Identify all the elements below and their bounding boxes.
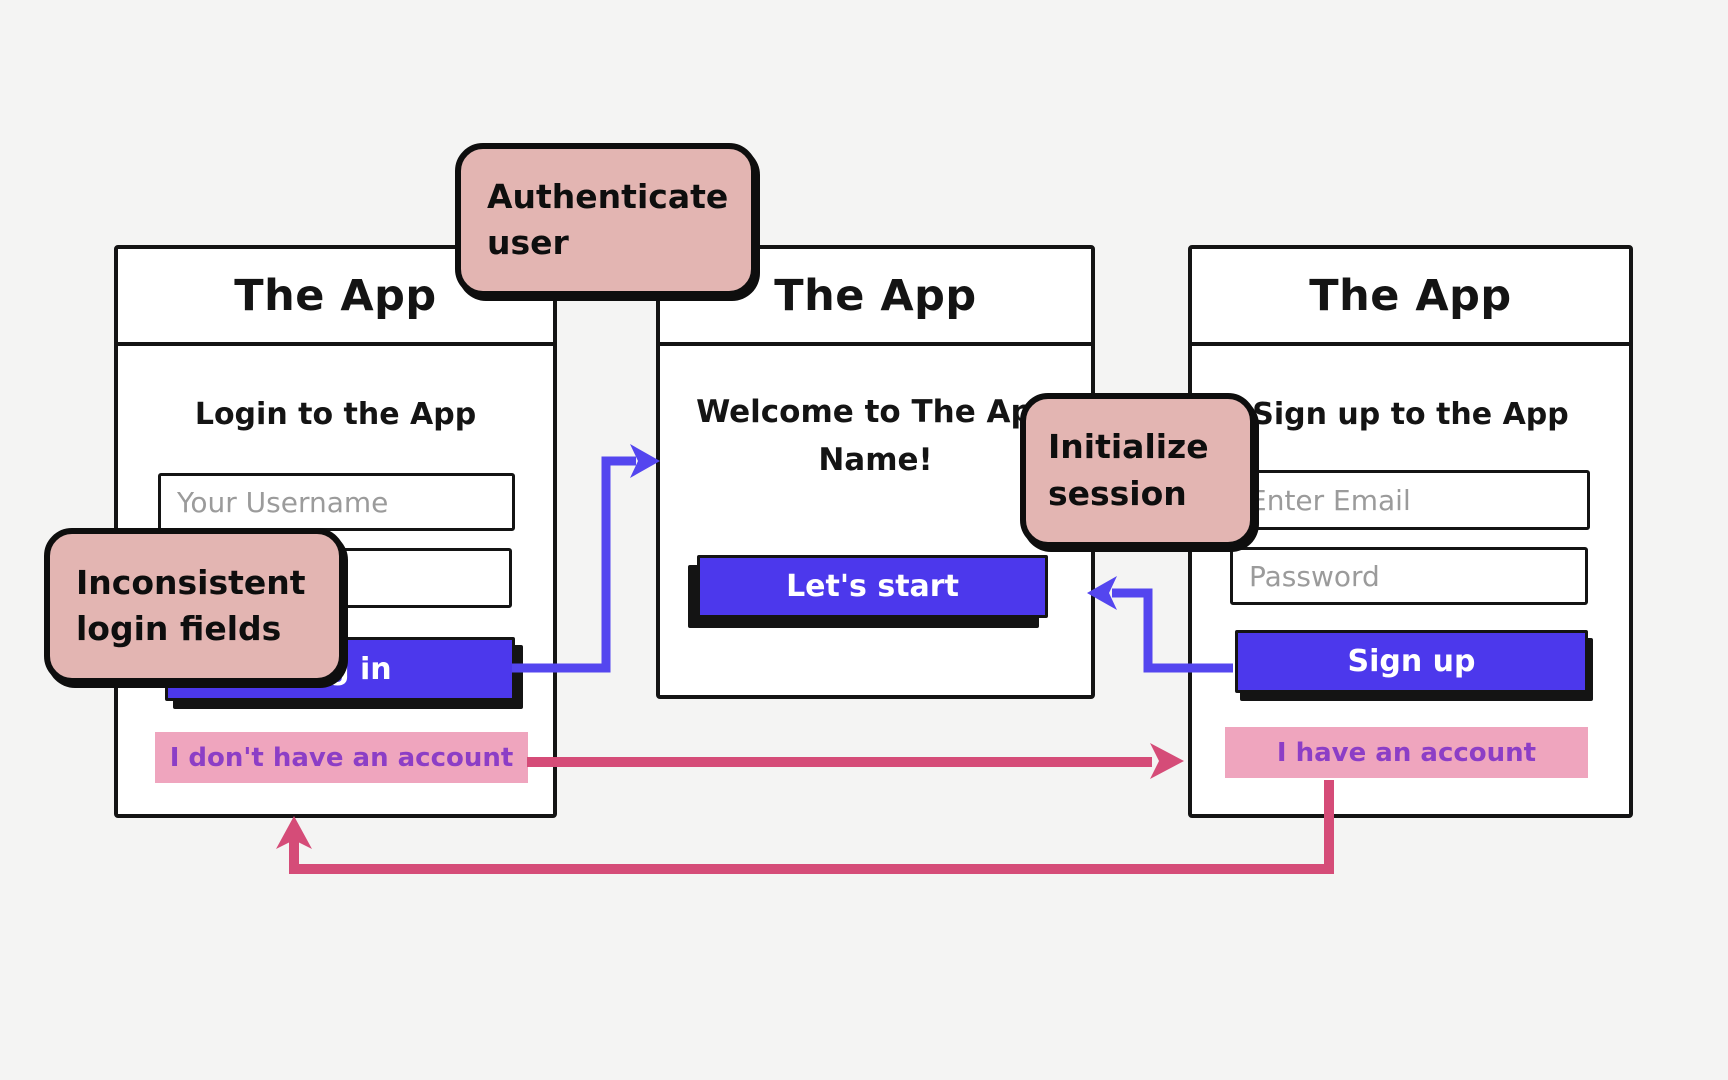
app-title: The App [774, 270, 977, 321]
app-title: The App [234, 270, 437, 321]
welcome-heading: Welcome to The App Name! [696, 394, 1055, 478]
have-account-link[interactable]: I have an account [1225, 727, 1588, 778]
lets-start-button[interactable]: Let's start [697, 555, 1048, 618]
app-title: The App [1309, 270, 1512, 321]
note-initialize-session: Initialize session [1020, 393, 1256, 548]
username-input[interactable] [158, 473, 515, 531]
sign-up-button[interactable]: Sign up [1235, 630, 1588, 693]
password-input[interactable] [1230, 547, 1588, 605]
note-text: Initialize [1048, 427, 1209, 467]
signup-screen-header: The App [1192, 249, 1629, 346]
arrowhead-right-icon [1150, 743, 1184, 779]
note-text: session [1048, 473, 1187, 513]
email-input[interactable] [1230, 470, 1590, 530]
login-screen-header: The App [118, 249, 553, 346]
signup-subtitle: Sign up to the App [1252, 397, 1569, 432]
arrowhead-up-icon [276, 816, 312, 849]
no-account-link[interactable]: I don't have an account [155, 732, 528, 783]
signup-screen-panel: The App Sign up to the App Sign up I hav… [1188, 245, 1633, 818]
note-text: login fields [76, 609, 282, 648]
note-authenticate-user: Authenticate user [455, 143, 757, 297]
note-text: Authenticate [487, 176, 729, 216]
note-text: user [487, 223, 569, 262]
arrow-no-account-to-have-account [527, 743, 1184, 779]
note-inconsistent-login-fields: Inconsistent login fields [44, 528, 345, 684]
welcome-screen-header: The App [660, 249, 1091, 346]
note-text: Inconsistent [76, 562, 306, 602]
login-subtitle: Login to the App [194, 397, 477, 432]
